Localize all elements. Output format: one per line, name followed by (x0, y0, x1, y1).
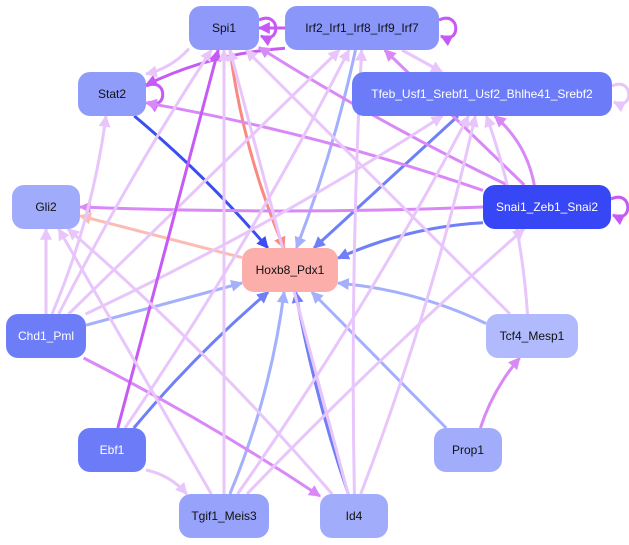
node-stat2[interactable]: Stat2 (78, 72, 146, 116)
edge-tfeb-to-hoxb8 (312, 114, 460, 250)
edge-snai-to-hoxb8 (336, 221, 484, 260)
node-label-snai: Snai1_Zeb1_Snai2 (496, 200, 598, 214)
edge-irf-to-irf (438, 16, 458, 47)
edge-stat2-to-stat2 (145, 82, 165, 113)
edge-snai-to-snai (610, 195, 629, 226)
node-tgif1[interactable]: Tgif1_Meis3 (179, 494, 269, 538)
edge-tcf4-to-hoxb8 (336, 278, 487, 325)
edge-ebf1-to-spi1 (116, 48, 222, 429)
edge-chd1-to-spi1 (57, 48, 213, 315)
edge-tfeb-to-tfeb (611, 82, 629, 113)
node-label-gli2: Gli2 (35, 200, 57, 214)
edge-id4-to-tfeb (359, 114, 479, 495)
edge-id4-to-irf (351, 48, 368, 495)
node-snai[interactable]: Snai1_Zeb1_Snai2 (483, 185, 611, 229)
node-box-tgif1[interactable] (179, 494, 269, 538)
edge-prop1-to-tcf4 (478, 357, 521, 429)
edge-tgif1-to-snai (245, 227, 525, 496)
node-chd1[interactable]: Chd1_Pml (6, 314, 86, 358)
node-label-tgif1: Tgif1_Meis3 (191, 509, 257, 523)
node-spi1[interactable]: Spi1 (189, 6, 259, 50)
node-box-snai[interactable] (483, 185, 611, 229)
node-label-spi1: Spi1 (212, 21, 236, 35)
node-label-stat2: Stat2 (98, 87, 126, 101)
node-tfeb[interactable]: Tfeb_Usf1_Srebf1_Usf2_Bhlhe41_Srebf2 (352, 72, 612, 116)
edge-chd1-to-id4 (82, 356, 321, 498)
edge-irf-to-hoxb8 (294, 49, 357, 250)
node-box-ebf1[interactable] (78, 428, 146, 472)
node-box-prop1[interactable] (434, 428, 502, 472)
node-prop1[interactable]: Prop1 (434, 428, 502, 472)
node-gli2[interactable]: Gli2 (12, 185, 80, 229)
node-box-spi1[interactable] (189, 6, 259, 50)
node-label-id4: Id4 (346, 509, 363, 523)
node-label-ebf1: Ebf1 (100, 443, 125, 457)
node-box-tfeb[interactable] (352, 72, 612, 116)
node-label-tfeb: Tfeb_Usf1_Srebf1_Usf2_Bhlhe41_Srebf2 (371, 87, 593, 101)
edge-prop1-to-hoxb8 (310, 290, 448, 430)
edge-chd1-to-stat2 (50, 114, 111, 315)
edge-snai-to-stat2 (144, 98, 484, 192)
edge-tcf4-to-spi1 (244, 48, 512, 316)
node-label-tcf4: Tcf4_Mesp1 (500, 329, 565, 343)
edge-id4-to-gli2 (66, 227, 334, 495)
edge-spi1-to-stat2 (144, 47, 191, 78)
edge-chd1-to-irf (67, 48, 341, 316)
node-box-gli2[interactable] (12, 185, 80, 229)
edge-ebf1-to-tgif1 (145, 468, 188, 495)
edge-irf-to-tfeb (401, 48, 444, 74)
edge-stat2-to-hoxb8 (133, 114, 269, 249)
node-box-id4[interactable] (320, 494, 388, 538)
node-label-chd1: Chd1_Pml (18, 329, 74, 343)
node-ebf1[interactable]: Ebf1 (78, 428, 146, 472)
node-label-prop1: Prop1 (452, 443, 484, 457)
edge-snai-to-gli2 (78, 201, 484, 214)
node-box-hoxb8[interactable] (242, 248, 338, 292)
node-box-irf[interactable] (285, 6, 439, 50)
edge-tgif1-to-tfeb (236, 114, 470, 495)
edge-ebf1-to-irf (123, 48, 351, 429)
edge-tgif1-to-hoxb8 (228, 290, 289, 495)
edges-layer (40, 16, 629, 498)
node-tcf4[interactable]: Tcf4_Mesp1 (486, 314, 578, 358)
node-label-irf: Irf2_Irf1_Irf8_Irf9_Irf7 (305, 21, 419, 35)
edge-snai-to-tfeb (493, 114, 536, 186)
node-id4[interactable]: Id4 (320, 494, 388, 538)
node-irf[interactable]: Irf2_Irf1_Irf8_Irf9_Irf7 (285, 6, 439, 50)
node-label-hoxb8: Hoxb8_Pdx1 (256, 263, 325, 277)
node-box-chd1[interactable] (6, 314, 86, 358)
edge-snai-to-spi1 (257, 46, 508, 187)
node-box-tcf4[interactable] (486, 314, 578, 358)
node-hoxb8[interactable]: Hoxb8_Pdx1 (242, 248, 338, 292)
edge-spi1-to-hoxb8 (228, 49, 286, 250)
edge-snai-to-irf (383, 48, 526, 187)
node-box-stat2[interactable] (78, 72, 146, 116)
edge-ebf1-to-hoxb8 (132, 290, 270, 429)
edge-tgif1-to-gli2 (57, 227, 213, 495)
